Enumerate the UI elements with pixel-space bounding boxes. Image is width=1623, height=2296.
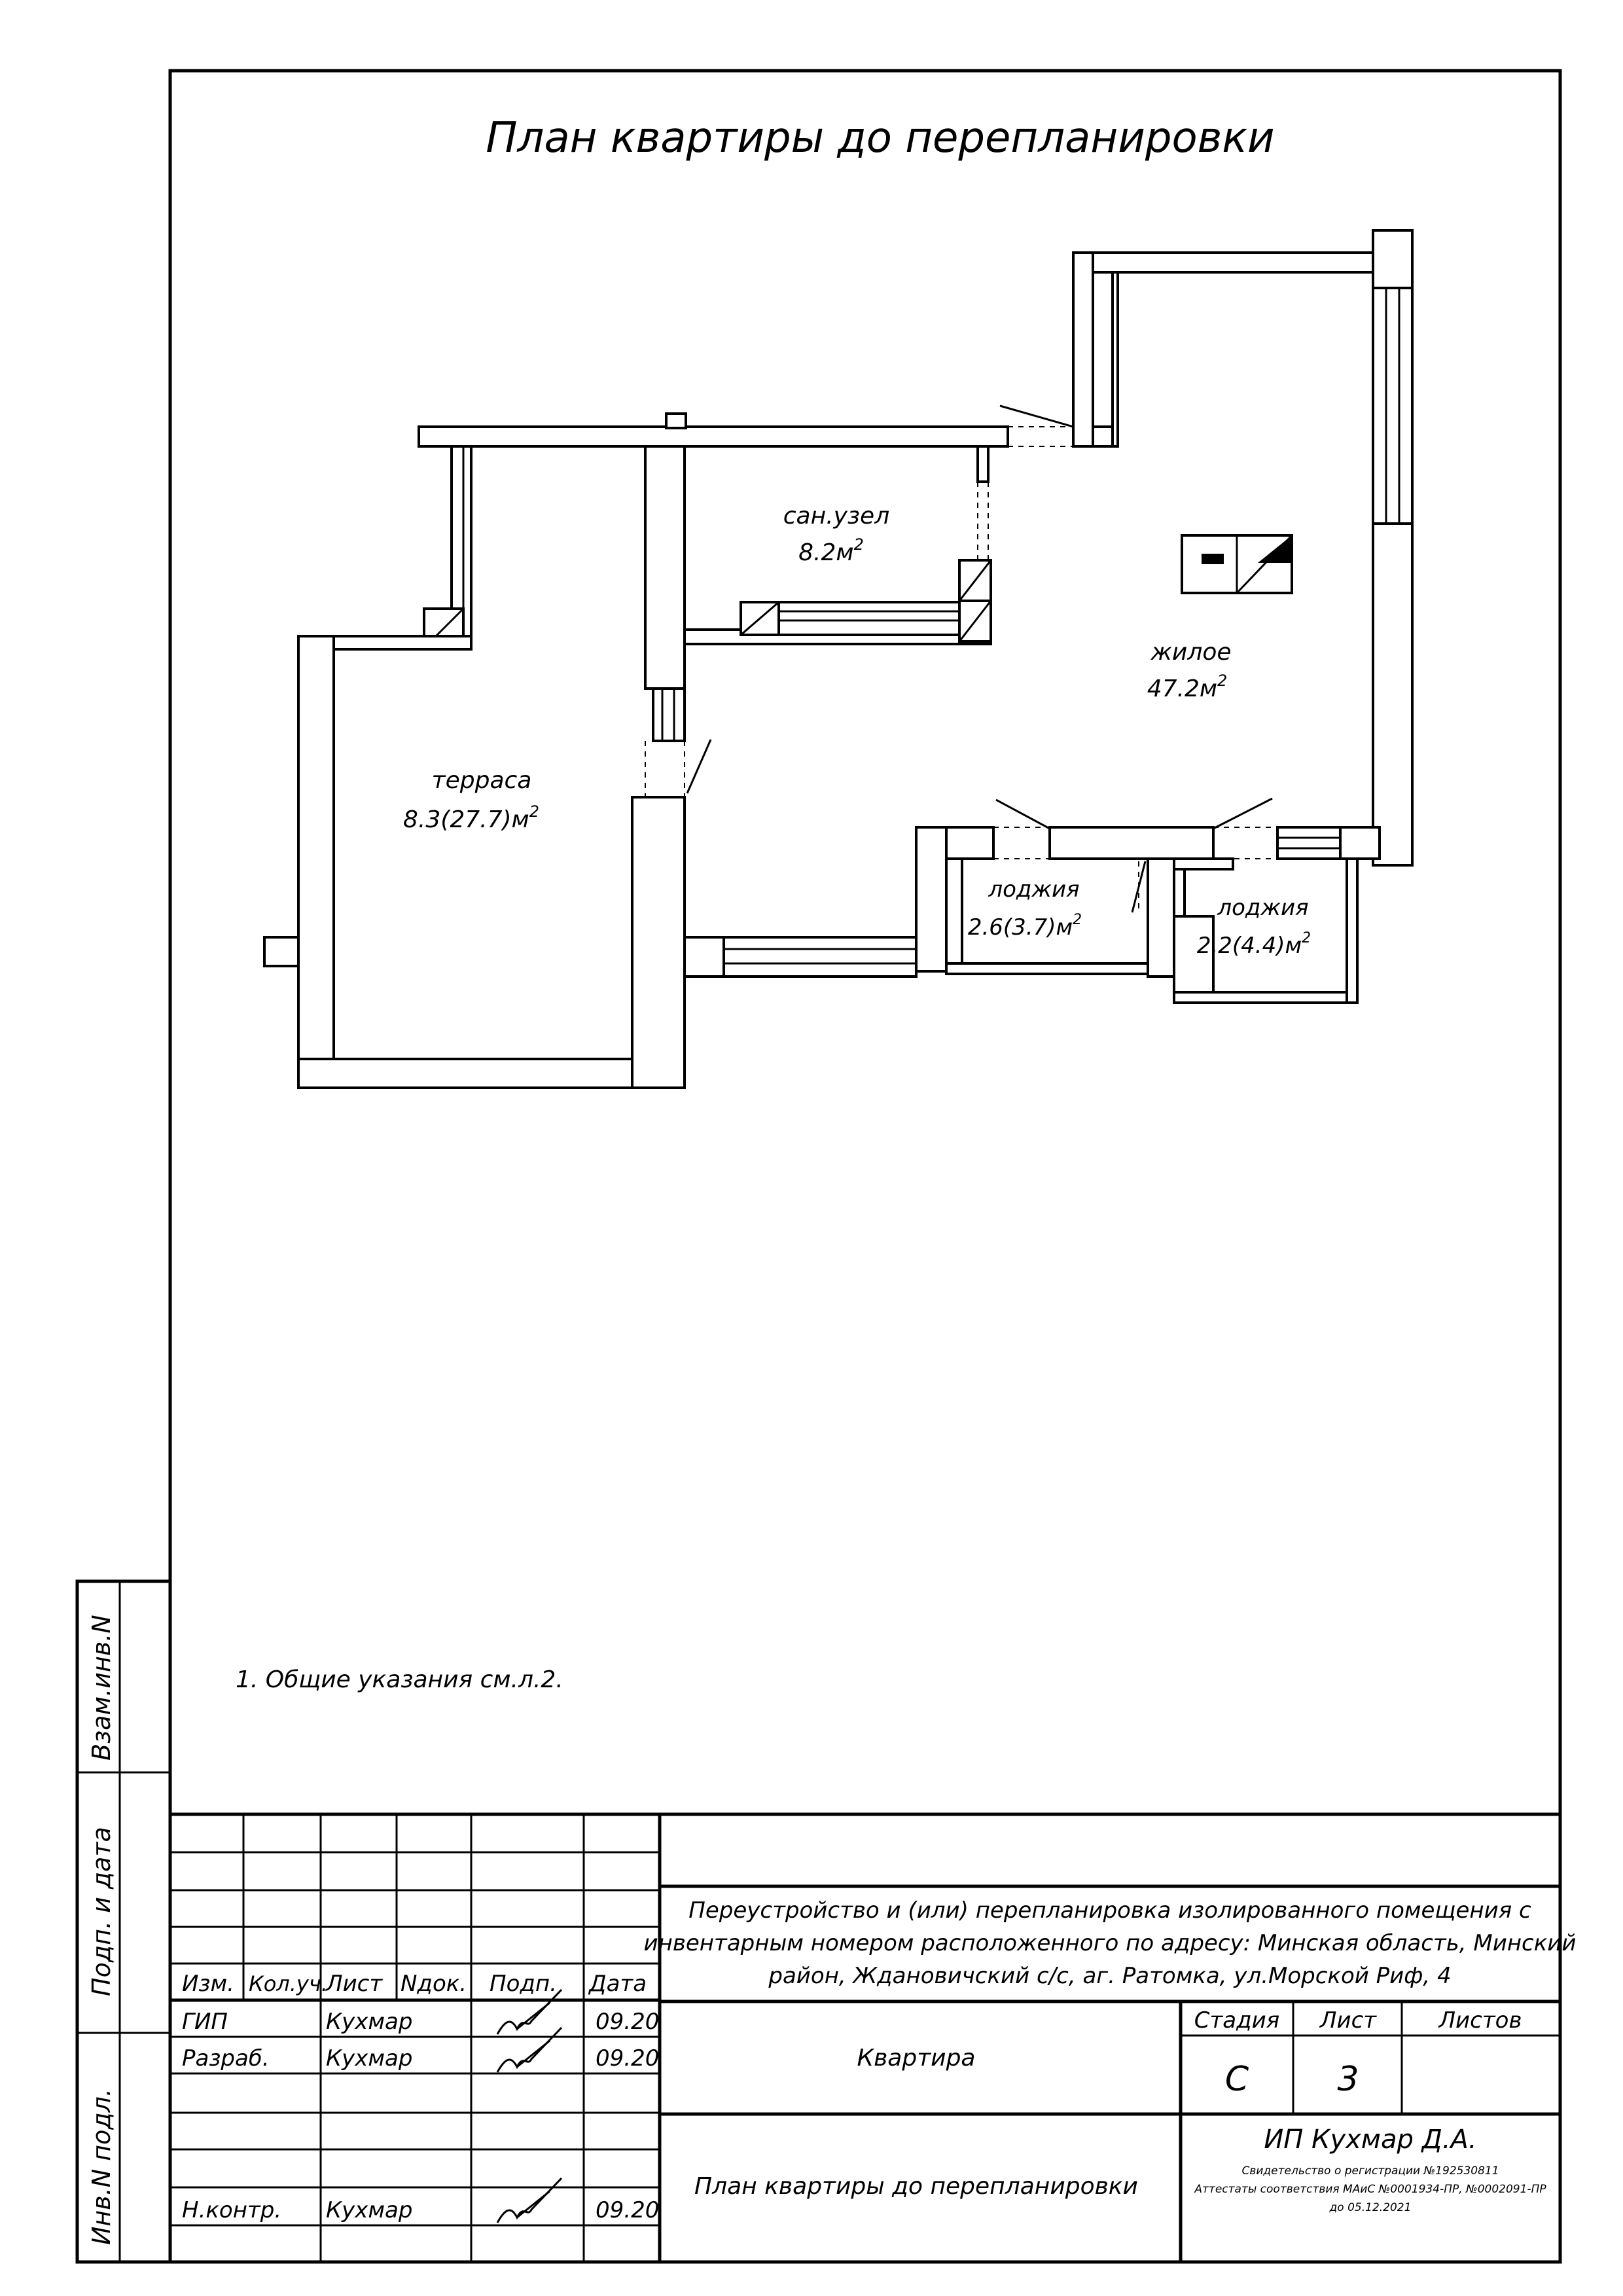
signature-razrab <box>496 2026 563 2073</box>
wall <box>326 635 473 651</box>
wall <box>418 425 1009 448</box>
org-line-2: Аттестаты соответствия МАиС №0001934-ПР,… <box>1194 2183 1546 2196</box>
wall <box>297 635 335 1089</box>
object-name: Квартира <box>857 2045 976 2072</box>
header-podp: Подп. <box>490 1971 557 1997</box>
wall <box>1339 826 1381 860</box>
header-list: Лист <box>325 1971 383 1997</box>
drawing-name: План квартиры до перепланировки <box>694 2173 1138 2200</box>
wall <box>1346 857 1359 1004</box>
room-name-terrasa: терраса <box>432 767 532 794</box>
wall <box>665 412 687 429</box>
door-leaf <box>995 798 1050 830</box>
room-name-lodzhia1: лоджия <box>988 876 1079 903</box>
org-name: ИП Кухмар Д.А. <box>1264 2125 1476 2155</box>
wall-stub <box>263 936 300 967</box>
stove-fill <box>1258 535 1292 563</box>
org-line-1: Свидетельство о регистрации №192530811 <box>1241 2164 1499 2178</box>
header-ndok: Nдок. <box>401 1971 467 1997</box>
project-line-3: район, Ждановичский с/с, аг. Ратомка, ул… <box>768 1963 1451 1989</box>
door-leaf <box>686 739 712 794</box>
signer-date-nkontr: 09.20 <box>596 2197 659 2223</box>
signer-name-gip: Кухмар <box>326 2009 412 2035</box>
floor-plan: сан.узел 8.2м2 жилое 47.2м2 терраса 8.3(… <box>263 229 1414 1089</box>
room-name-lodzhia2: лоджия <box>1217 895 1308 921</box>
signer-role-nkontr: Н.контр. <box>182 2197 281 2223</box>
project-line-2: инвентарным номером расположенного по ад… <box>644 1930 1577 1956</box>
door-leaf <box>1213 797 1273 830</box>
room-area-zhiloe: 47.2м2 <box>1147 672 1228 702</box>
window <box>652 687 686 742</box>
title-block: Изм. Кол.уч. Лист Nдок. Подп. Дата ГИП К… <box>168 1812 1577 2264</box>
signer-name-nkontr: Кухмар <box>326 2197 412 2223</box>
project-line-1: Переустройство и (или) перепланировка из… <box>688 1897 1531 1924</box>
signer-date-razrab: 09.20 <box>596 2045 659 2072</box>
room-area-lodzhia1: 2.6(3.7)м2 <box>968 912 1082 941</box>
wall <box>1072 251 1094 448</box>
wall <box>722 936 918 978</box>
side-label-podp: Подп. и дата <box>87 1827 116 1996</box>
header-koluch: Кол.уч. <box>249 1971 328 1996</box>
wall <box>1147 857 1175 978</box>
door-leaf <box>999 404 1083 431</box>
room-area-lodzhia2: 2.2(4.4)м2 <box>1197 930 1311 959</box>
wall <box>297 1058 633 1089</box>
wall <box>1072 251 1381 274</box>
stove-hatch <box>1236 534 1293 594</box>
wall <box>1048 826 1215 860</box>
column-hatch <box>958 560 992 601</box>
wall <box>1173 857 1234 870</box>
room-area-sanuzel: 8.2м2 <box>798 535 864 566</box>
wall <box>945 857 963 965</box>
header-data: Дата <box>588 1971 647 1997</box>
side-label-inv: Инв.N подл. <box>87 2089 116 2245</box>
wall <box>976 445 990 483</box>
sheet-label: Лист <box>1319 2007 1377 2034</box>
wall <box>945 962 1170 975</box>
column-hatch <box>740 601 779 636</box>
signer-date-gip: 09.20 <box>596 2009 659 2035</box>
wall <box>1173 991 1359 1004</box>
general-note: 1. Общие указания см.л.2. <box>236 1666 563 1693</box>
sheet-value: 3 <box>1337 2060 1359 2099</box>
signer-role-razrab: Разраб. <box>182 2045 270 2072</box>
room-area-terrasa: 8.3(27.7)м2 <box>403 802 539 833</box>
sheet-title: План квартиры до перепланировки <box>486 114 1274 162</box>
org-line-3: до 05.12.2021 <box>1329 2201 1412 2214</box>
stove-burner <box>1202 554 1224 564</box>
signature-gip <box>496 1988 563 2035</box>
signer-name-razrab: Кухмар <box>326 2045 412 2072</box>
column-hatch <box>958 600 992 642</box>
title-block-frame <box>168 1812 1562 2264</box>
signer-role-gip: ГИП <box>182 2009 228 2035</box>
stage-value: С <box>1225 2060 1249 2099</box>
room-name-zhiloe: жилое <box>1150 639 1231 666</box>
window <box>1372 287 1414 525</box>
wall <box>1111 271 1119 448</box>
side-label-vzam: Взам.инв.N <box>87 1615 116 1761</box>
signature-nkontr <box>496 2177 563 2223</box>
room-name-sanuzel: сан.узел <box>783 503 889 529</box>
window <box>1276 826 1342 860</box>
sheets-label: Листов <box>1437 2007 1522 2034</box>
wall <box>915 826 948 973</box>
header-izm: Изм. <box>182 1971 234 1997</box>
wall <box>683 936 725 978</box>
stage-label: Стадия <box>1194 2007 1279 2034</box>
wall <box>644 445 686 690</box>
wall <box>1173 915 1215 1003</box>
wall <box>631 796 686 1089</box>
